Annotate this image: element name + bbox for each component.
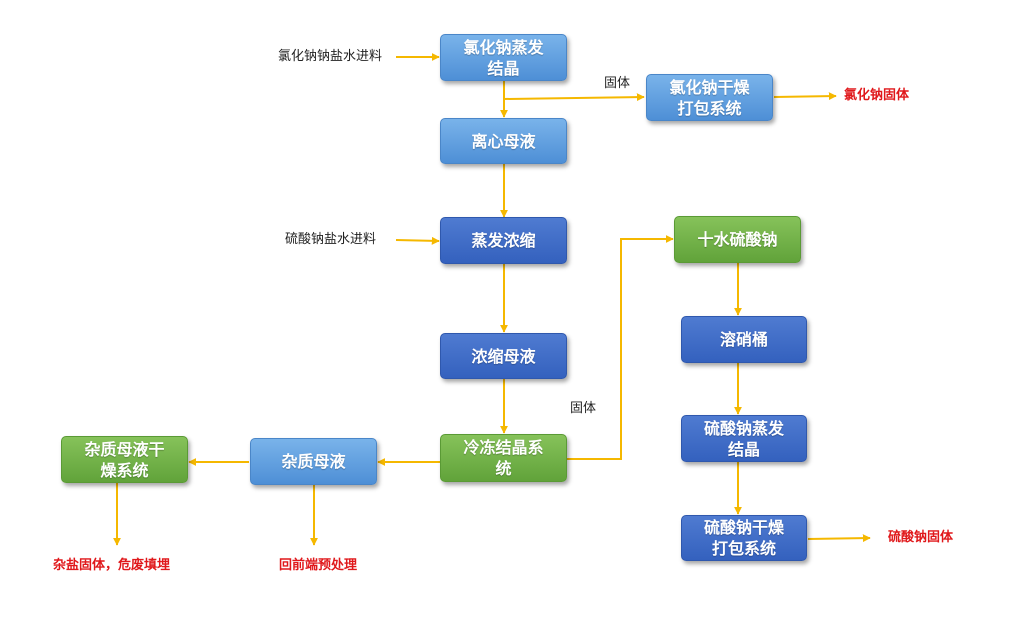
box-nacl-evaporation-crystallization: 氯化钠蒸发 结晶 (440, 34, 567, 81)
arrow-nacl-solid-to-dryer (503, 93, 645, 102)
arrow-na2so4-feed (395, 236, 440, 245)
output-nacl-solid: 氯化钠固体 (844, 88, 910, 103)
output-mixed-salt-landfill: 杂盐固体，危废填埋 (53, 558, 171, 573)
output-na2so4-solid: 硫酸钠固体 (888, 530, 954, 545)
box-na2so4-evaporation-crystallization: 硫酸钠蒸发 结晶 (681, 415, 807, 462)
arrow-freeze-solid-to-decahydrate (567, 235, 674, 460)
label-na2so4-brine-feed: 硫酸钠盐水进料 (285, 232, 377, 247)
box-centrifuge-liquor: 离心母液 (440, 118, 567, 164)
box-na2so4-drying-packing-system: 硫酸钠干燥 打包系统 (681, 515, 807, 561)
box-evaporation-concentration: 蒸发浓缩 (440, 217, 567, 264)
label-solid-freeze: 固体 (570, 401, 597, 416)
box-sodium-sulfate-decahydrate: 十水硫酸钠 (674, 216, 801, 263)
box-freeze-crystallization-system: 冷冻结晶系 统 (440, 434, 567, 482)
box-dissolving-tank: 溶硝桶 (681, 316, 807, 363)
arrow-nacl-dryer-to-output (773, 92, 837, 101)
arrow-na2so4-dryer-to-output (807, 534, 871, 543)
label-solid-nacl: 固体 (604, 76, 631, 91)
box-impurity-liquor: 杂质母液 (250, 438, 377, 485)
box-concentrate-liquor: 浓缩母液 (440, 333, 567, 379)
box-impurity-liquor-drying-system: 杂质母液干 燥系统 (61, 436, 188, 483)
label-nacl-brine-feed: 氯化钠钠盐水进料 (278, 49, 383, 64)
output-return-pretreatment: 回前端预处理 (279, 558, 358, 573)
box-nacl-drying-packing-system: 氯化钠干燥 打包系统 (646, 74, 773, 121)
